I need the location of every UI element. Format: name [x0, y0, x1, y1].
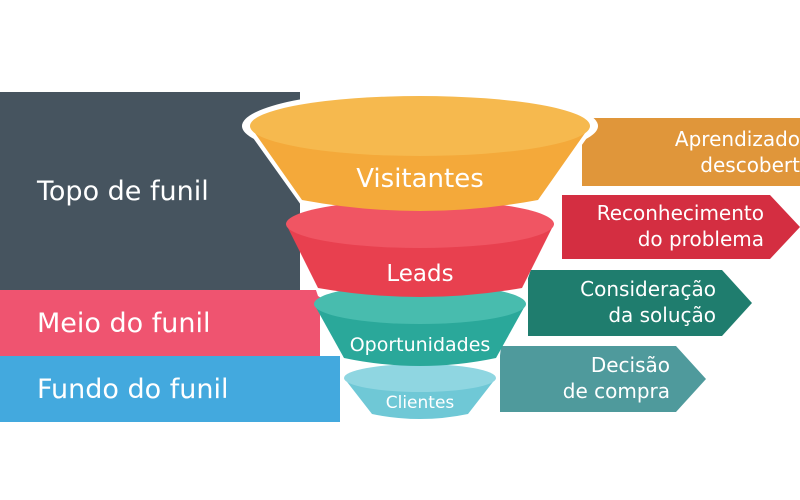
arrow-purchase-decision: [500, 346, 706, 412]
band-bottom-of-funnel: Fundo do funil: [0, 356, 340, 422]
arrow-decision-line1: Decisão: [590, 353, 670, 377]
arrow-learning: [582, 118, 800, 186]
stage-label-clientes: Clientes: [385, 393, 455, 413]
arrow-decision-text: Decisão de compra: [563, 352, 670, 404]
arrow-solution-text: Consideração da solução: [580, 276, 716, 328]
arrow-problem-line1: Reconhecimento: [596, 201, 764, 225]
arrow-learning-line2: descobert: [700, 153, 800, 177]
arrow-solution-consideration: [528, 270, 752, 336]
stage-label-visitantes: Visitantes: [356, 164, 484, 194]
band-middle-of-funnel: Meio do funil: [0, 290, 320, 356]
arrow-learning-text: Aprendizado descobert: [675, 126, 800, 178]
funnel-stage-visitantes: [250, 96, 590, 211]
arrow-solution-line1: Consideração: [580, 277, 716, 301]
arrow-learning-line1: Aprendizado: [674, 127, 800, 151]
arrow-problem-line2: do problema: [637, 227, 764, 251]
band-middle-label: Meio do funil: [37, 307, 211, 339]
funnel-stage-leads: [286, 200, 554, 297]
arrow-problem-text: Reconhecimento do problema: [597, 200, 764, 252]
stage-label-leads: Leads: [386, 261, 454, 287]
arrow-decision-line2: de compra: [562, 379, 670, 403]
arrow-problem-recognition: [562, 195, 800, 259]
band-bottom-label: Fundo do funil: [37, 373, 229, 405]
stage-label-oportunidades: Oportunidades: [349, 334, 491, 356]
funnel-stage-clientes: [344, 364, 496, 419]
band-top-label: Topo de funil: [37, 175, 209, 207]
arrow-solution-line2: da solução: [608, 303, 716, 327]
